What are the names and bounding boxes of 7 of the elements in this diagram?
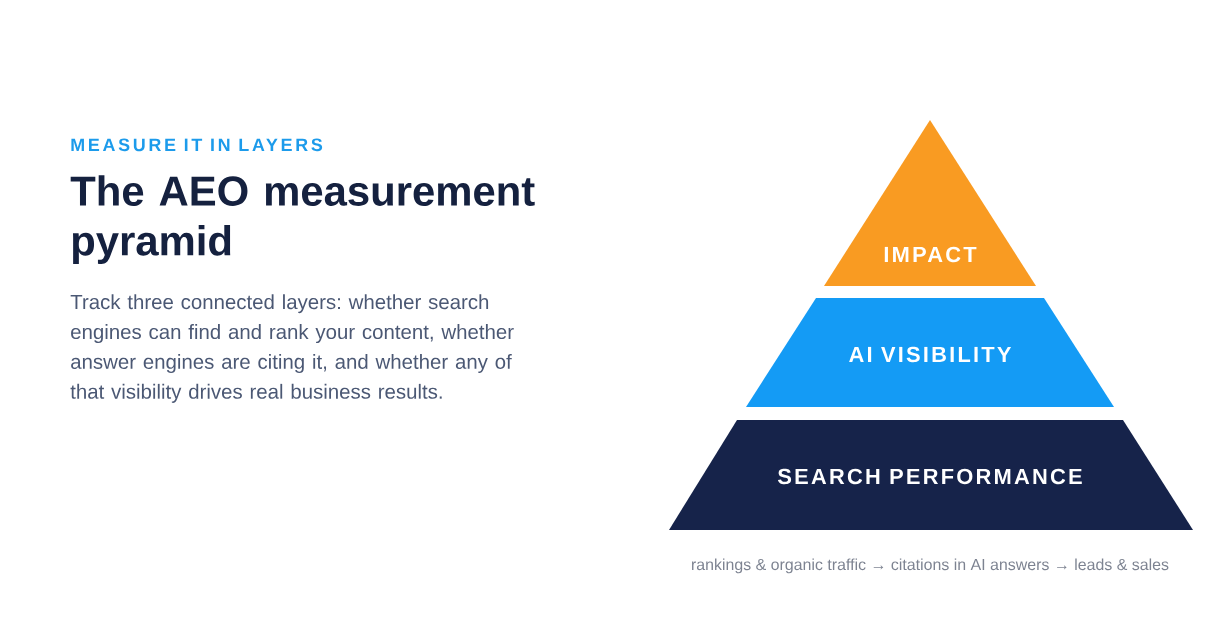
pyramid-layer: AI VISIBILITY	[746, 298, 1114, 407]
pyramid-layer: IMPACT	[824, 120, 1036, 286]
paragraph: Track three connected layers: whether search engines can find and rank your content, whether answer engines are citing it, and whether any of that visibility drives real business results.	[70, 294, 514, 403]
kicker-text: MEASURE IT IN LAYERS	[71, 138, 323, 152]
caption: rankings & organic traffic → citations in AI answers → leads & sales	[692, 558, 1169, 574]
heading: The AEO measurement pyramid	[70, 175, 535, 264]
pyramid-layer: SEARCH PERFORMANCE	[669, 420, 1193, 530]
